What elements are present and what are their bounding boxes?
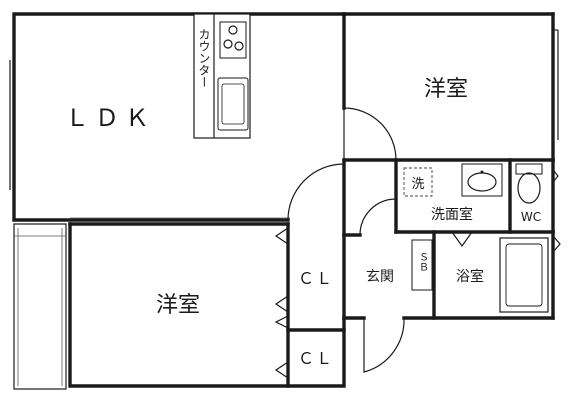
room-label-toilet: WC (521, 210, 541, 224)
balcony (13, 223, 67, 390)
room-label-bathroom: 浴室 (456, 268, 484, 285)
room-label-ldk: ＬＤＫ (65, 104, 155, 132)
kitchen-counter (193, 13, 251, 139)
room-label-entrance: 玄関 (366, 268, 394, 285)
walls (12, 12, 555, 388)
room-label-western-room-right: 洋室 (424, 77, 468, 102)
room-label-western-room-left: 洋室 (156, 293, 200, 318)
counter-label: カウンター (197, 28, 211, 88)
bathtub (499, 237, 549, 313)
doors (287, 107, 559, 373)
shoe-box-label: ＳＢ (417, 252, 428, 272)
shoe-box (411, 239, 433, 291)
room-label-washroom: 洗面室 (431, 206, 473, 223)
closet-doors (274, 227, 561, 379)
washroom-fixtures (403, 163, 503, 197)
washing-machine-label: 洗 (411, 177, 424, 192)
windows (9, 29, 559, 219)
room-label-closet-2: ＣＬ (298, 349, 334, 368)
toilet-fixture (515, 163, 543, 204)
room-label-closet-1: ＣＬ (298, 269, 334, 288)
